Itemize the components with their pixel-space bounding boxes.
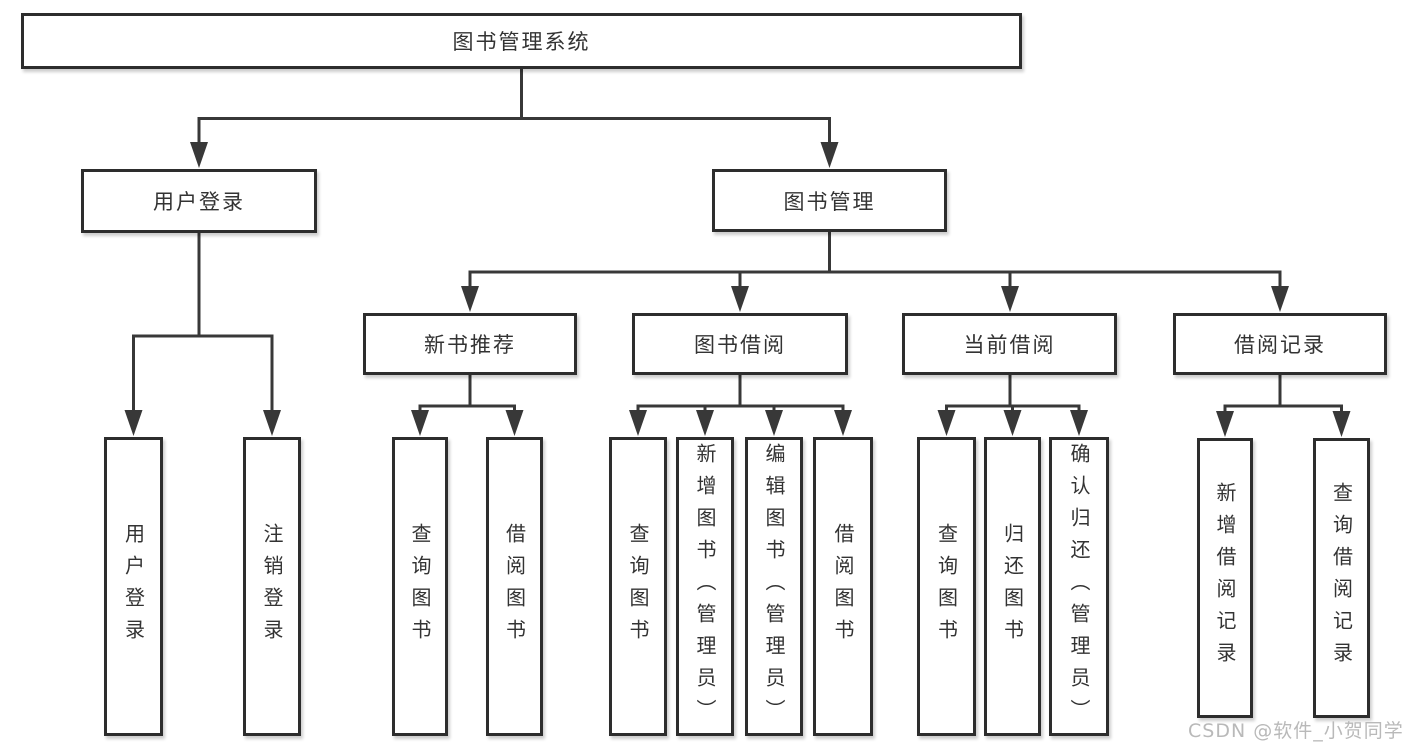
leaf-recommend-query-book: 查询图书 xyxy=(392,437,448,736)
leaf-records-add-record: 新增借阅记录 xyxy=(1197,438,1253,718)
node-current-borrow-label: 当前借阅 xyxy=(963,333,1056,357)
connector-root-branch xyxy=(197,117,831,146)
leaf-current-return-book: 归还图书 xyxy=(984,437,1041,736)
node-new-book-recommend-label: 新书推荐 xyxy=(424,333,516,357)
node-user-login: 用户登录 xyxy=(81,169,317,233)
arrowhead xyxy=(1271,286,1289,312)
arrowhead xyxy=(505,410,524,436)
node-current-borrow: 当前借阅 xyxy=(902,313,1117,375)
arrowhead xyxy=(1332,411,1351,437)
arrowhead xyxy=(263,410,281,436)
node-root-label: 图书管理系统 xyxy=(452,30,591,54)
leaf-recommend-borrow-book-label: 借阅图书 xyxy=(502,522,527,651)
leaf-borrow-borrow-book: 借阅图书 xyxy=(813,437,873,736)
leaf-logout: 注销登录 xyxy=(243,437,301,736)
leaf-current-return-book-label: 归还图书 xyxy=(1000,522,1025,651)
leaf-current-confirm-return: 确认归还（管理员） xyxy=(1049,437,1109,736)
leaf-borrow-query-book: 查询图书 xyxy=(609,437,667,736)
arrowhead xyxy=(765,410,783,436)
node-borrow-records: 借阅记录 xyxy=(1173,313,1387,375)
leaf-user-login: 用户登录 xyxy=(104,437,163,736)
leaf-current-query-book: 查询图书 xyxy=(917,437,976,736)
arrowhead xyxy=(696,410,714,436)
leaf-logout-label: 注销登录 xyxy=(260,522,284,651)
arrowhead xyxy=(124,410,143,436)
arrowhead xyxy=(1001,286,1019,312)
leaf-current-confirm-return-label: 确认归还（管理员） xyxy=(1067,442,1091,731)
node-book-borrow-label: 图书借阅 xyxy=(694,333,786,357)
connector-borrow-branch xyxy=(636,404,845,414)
leaf-recommend-borrow-book: 借阅图书 xyxy=(486,437,543,736)
leaf-user-login-label: 用户登录 xyxy=(121,522,146,651)
leaf-borrow-query-book-label: 查询图书 xyxy=(626,522,650,651)
leaf-records-query-record: 查询借阅记录 xyxy=(1313,438,1370,718)
arrowhead xyxy=(1216,411,1234,437)
arrowhead xyxy=(411,410,429,436)
leaf-recommend-query-book-label: 查询图书 xyxy=(408,522,432,651)
arrowhead xyxy=(1003,410,1022,436)
arrowhead xyxy=(731,286,749,312)
connector-current-branch xyxy=(945,404,1081,414)
arrowhead xyxy=(461,286,479,312)
leaf-current-query-book-label: 查询图书 xyxy=(934,522,959,651)
watermark: CSDN @软件_小贺同学 xyxy=(1188,720,1404,742)
connector-records-branch xyxy=(1223,404,1343,415)
node-book-management: 图书管理 xyxy=(712,169,947,232)
connector-user-login-branch xyxy=(132,334,274,414)
arrowhead xyxy=(629,410,647,436)
connector-recommend-branch xyxy=(418,404,516,414)
leaf-borrow-add-book: 新增图书（管理员） xyxy=(676,437,734,736)
node-borrow-records-label: 借阅记录 xyxy=(1234,333,1326,357)
arrowhead xyxy=(834,410,852,436)
arrowhead xyxy=(1070,410,1088,436)
arrowhead xyxy=(190,142,208,168)
node-new-book-recommend: 新书推荐 xyxy=(363,313,577,375)
leaf-borrow-borrow-book-label: 借阅图书 xyxy=(831,522,855,651)
node-book-borrow: 图书借阅 xyxy=(632,313,848,375)
arrowhead xyxy=(937,410,956,436)
node-book-management-label: 图书管理 xyxy=(783,189,876,214)
node-user-login-label: 用户登录 xyxy=(153,190,245,214)
leaf-borrow-edit-book: 编辑图书（管理员） xyxy=(745,437,803,736)
leaf-records-query-record-label: 查询借阅记录 xyxy=(1329,482,1354,674)
node-root: 图书管理系统 xyxy=(21,13,1022,69)
leaf-records-add-record-label: 新增借阅记录 xyxy=(1213,482,1237,674)
arrowhead xyxy=(820,142,839,168)
leaf-borrow-edit-book-label: 编辑图书（管理员） xyxy=(762,442,786,731)
leaf-borrow-add-book-label: 新增图书（管理员） xyxy=(693,442,717,731)
connector-book-mgmt-branch xyxy=(468,270,1282,290)
